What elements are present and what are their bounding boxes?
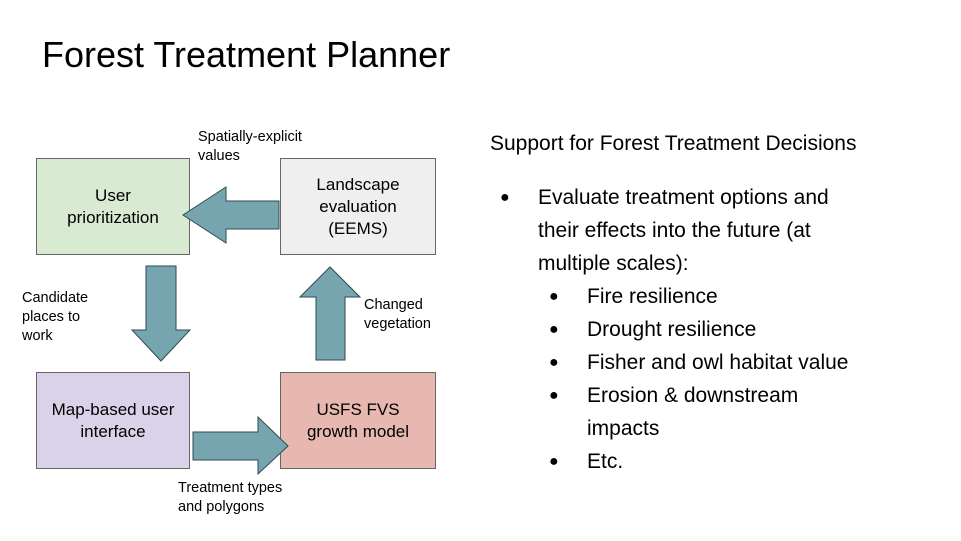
panel-heading: Support for Forest Treatment Decisions [490, 132, 857, 155]
sub-bullet-text: impacts [587, 417, 660, 440]
bullet-dot: ● [549, 354, 559, 371]
fvs-model-box: USFS FVS growth model [280, 372, 436, 469]
spatially-explicit-label: Spatially-explicit values [198, 129, 302, 164]
bullet-dot: ● [549, 288, 559, 305]
sub-bullet-text: Fire resilience [587, 285, 718, 308]
bullet-text: their effects into the future (at [538, 219, 811, 242]
changed-vegetation-label: Changed vegetation [364, 297, 431, 332]
map-interface-box: Map-based user interface [36, 372, 190, 469]
bullet-dot: ● [549, 453, 559, 470]
sub-bullet-text: Drought resilience [587, 318, 757, 341]
bullet-dot: ● [549, 387, 559, 404]
arrow-down [130, 265, 192, 362]
bullet-dot: ● [500, 189, 510, 206]
arrow-right [192, 415, 289, 476]
slide-title: Forest Treatment Planner [42, 34, 451, 75]
landscape-evaluation-box: Landscape evaluation (EEMS) [280, 158, 436, 255]
bullet-text: Evaluate treatment options and [538, 186, 829, 209]
bullet-dot: ● [549, 321, 559, 338]
treatment-types-label: Treatment types and polygons [178, 480, 283, 515]
sub-bullet-text: Fisher and owl habitat value [587, 351, 849, 374]
arrow-left [182, 186, 280, 244]
sub-bullet-text: Etc. [587, 450, 624, 473]
bullet-text: multiple scales): [538, 252, 689, 275]
sub-bullet-text: Erosion & downstream [587, 384, 799, 407]
candidate-places-label: Candidate places to work [22, 290, 89, 344]
user-prioritization-box: User prioritization [36, 158, 190, 255]
arrow-up [298, 266, 362, 361]
